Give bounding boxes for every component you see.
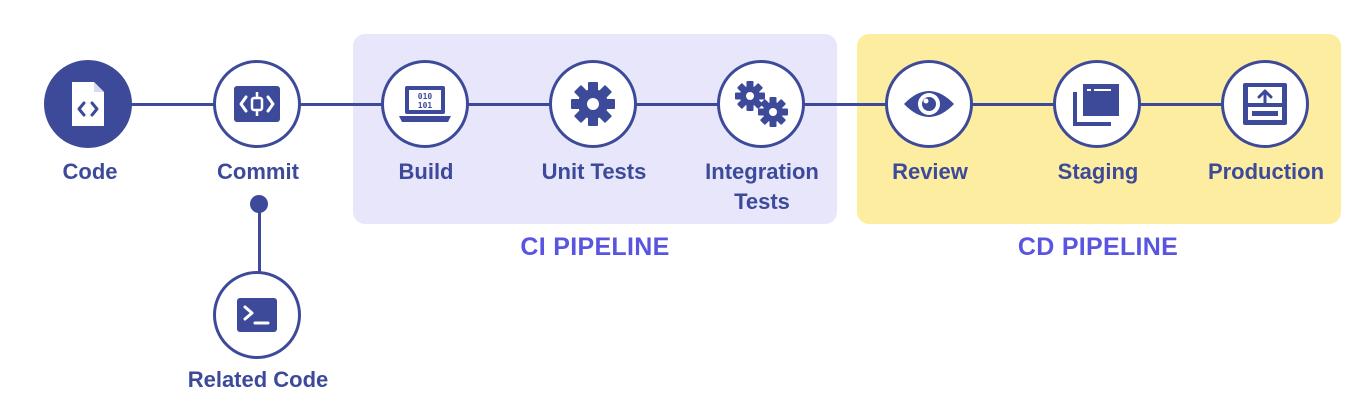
label-integration-tests-line2: Tests: [734, 189, 790, 214]
related-code-connector: [258, 204, 261, 272]
laptop-binary-icon: 010 101: [399, 86, 451, 122]
gear-icon: [571, 82, 615, 126]
label-integration-tests-line1: Integration: [705, 159, 819, 184]
svg-text:010: 010: [418, 92, 433, 101]
node-review: [885, 60, 973, 148]
node-build: 010 101: [381, 60, 469, 148]
label-build: Build: [398, 159, 454, 184]
node-staging: [1053, 60, 1141, 148]
ci-pipeline-title: CI PIPELINE: [520, 233, 670, 261]
code-file-icon: [72, 82, 104, 126]
label-review: Review: [892, 159, 968, 184]
cd-pipeline-title: CD PIPELINE: [1017, 233, 1179, 261]
terminal-icon: [237, 298, 277, 332]
gears-icon: [735, 81, 788, 127]
node-related-code: [213, 271, 301, 359]
label-staging: Staging: [1057, 159, 1139, 184]
stacked-windows-icon: [1073, 84, 1119, 126]
label-integration-tests: Integration Tests: [682, 157, 842, 217]
label-code: Code: [62, 159, 118, 184]
node-unit-tests: [549, 60, 637, 148]
label-commit: Commit: [217, 159, 299, 184]
label-unit-tests: Unit Tests: [541, 159, 647, 184]
label-production: Production: [1207, 159, 1325, 184]
label-related-code: Related Code: [187, 367, 329, 392]
commit-icon: [234, 86, 280, 122]
upload-server-icon: [1243, 83, 1287, 125]
branch-dot: [250, 195, 268, 213]
svg-text:101: 101: [418, 101, 433, 110]
node-production: [1221, 60, 1309, 148]
node-commit: [213, 60, 301, 148]
pipeline-connector: [90, 103, 1270, 106]
node-code: [44, 60, 132, 148]
eye-icon: [904, 91, 954, 117]
node-integration-tests: [717, 60, 805, 148]
